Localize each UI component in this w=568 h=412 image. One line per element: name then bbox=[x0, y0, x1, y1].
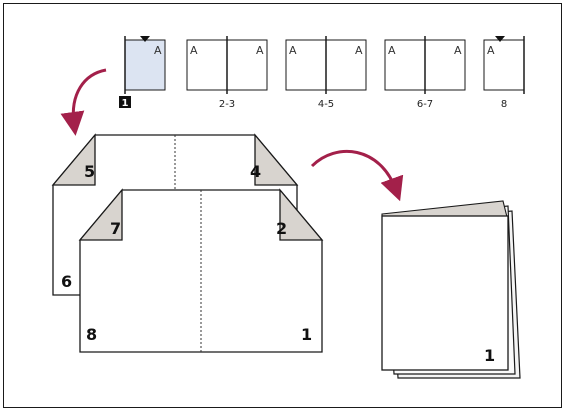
master-letter: A bbox=[190, 44, 198, 57]
master-letter: A bbox=[154, 44, 162, 57]
page-thumb-4-5[interactable]: A A 4-5 bbox=[285, 36, 367, 110]
pages-panel: A 1 A A 2-3 A A 4-5 A A 6-7 bbox=[119, 36, 525, 110]
front-sheet: 7 2 8 1 bbox=[78, 188, 324, 353]
page-number: 1 bbox=[301, 325, 312, 344]
page-label-2-3: 2-3 bbox=[219, 99, 235, 110]
master-indicator-icon bbox=[140, 36, 150, 42]
page-number: 6 bbox=[61, 272, 72, 291]
page-thumb-2-3[interactable]: A A 2-3 bbox=[186, 36, 268, 110]
page-number: 8 bbox=[86, 325, 97, 344]
curved-arrow-icon bbox=[60, 68, 107, 136]
folded-corner bbox=[51, 133, 96, 186]
page-thumb-1[interactable]: A 1 bbox=[119, 36, 166, 109]
master-letter: A bbox=[289, 44, 297, 57]
folded-corner bbox=[279, 188, 324, 241]
folded-corner bbox=[254, 133, 299, 186]
master-letter: A bbox=[454, 44, 462, 57]
page-label-6-7: 6-7 bbox=[417, 99, 433, 110]
master-letter: A bbox=[388, 44, 396, 57]
curved-arrow-icon bbox=[310, 149, 404, 202]
page-label-4-5: 4-5 bbox=[318, 99, 334, 110]
master-indicator-icon bbox=[495, 36, 505, 42]
page-number: 4 bbox=[250, 162, 261, 181]
page-thumb-8[interactable]: A 8 bbox=[483, 36, 525, 110]
selected-page-badge bbox=[119, 96, 131, 108]
page-label-8: 8 bbox=[501, 99, 507, 110]
page-label-1: 1 bbox=[122, 98, 129, 109]
page-number: 1 bbox=[484, 346, 495, 365]
page-number: 5 bbox=[84, 162, 95, 181]
master-letter: A bbox=[256, 44, 264, 57]
master-letter: A bbox=[487, 44, 495, 57]
master-letter: A bbox=[355, 44, 363, 57]
folded-corner bbox=[78, 188, 123, 241]
page-thumb-6-7[interactable]: A A 6-7 bbox=[384, 36, 466, 110]
folded-booklet: 1 bbox=[381, 200, 521, 379]
booklet-cover bbox=[381, 215, 509, 371]
page-number: 7 bbox=[110, 219, 121, 238]
page-number: 2 bbox=[276, 219, 287, 238]
